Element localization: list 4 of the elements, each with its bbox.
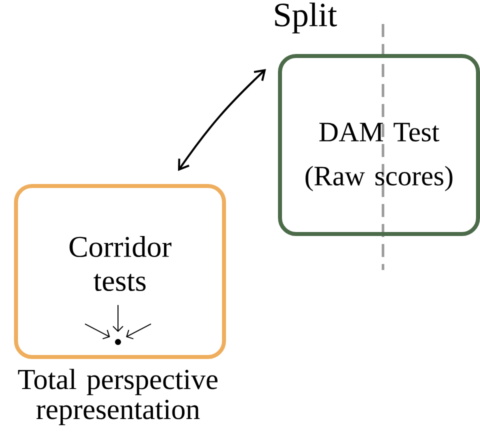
arrow — [178, 69, 266, 171]
node-label: Total perspective representation — [18, 368, 218, 426]
rounded-box: Corridor tests — [14, 184, 226, 359]
rounded-box: DAM Test (Raw scores) — [278, 54, 480, 236]
